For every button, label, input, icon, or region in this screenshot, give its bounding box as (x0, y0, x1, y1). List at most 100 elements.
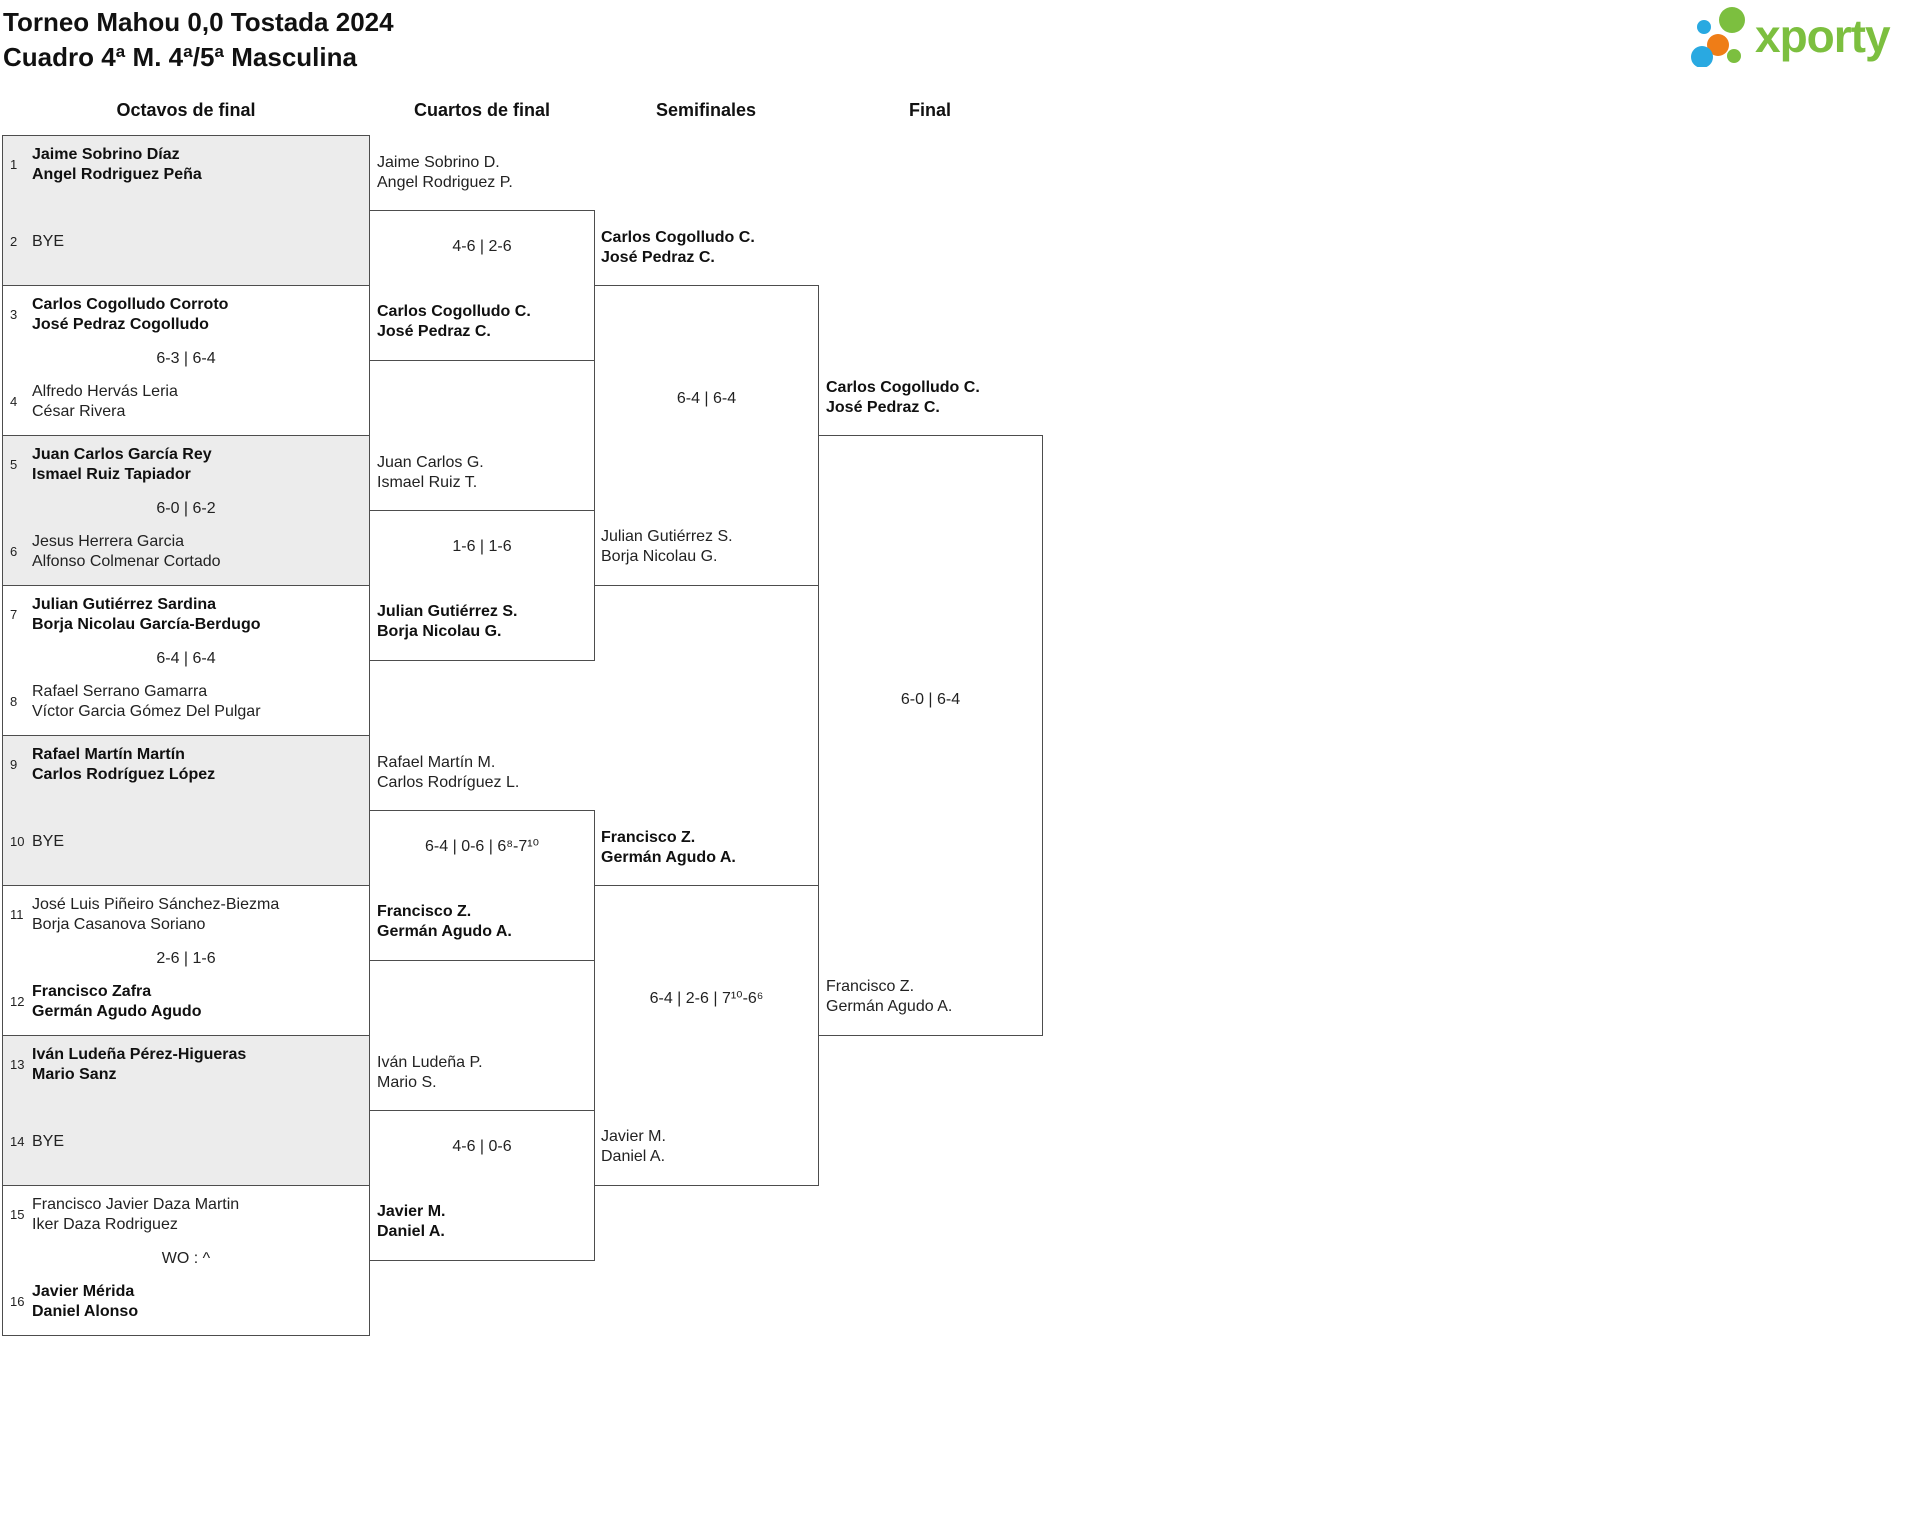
cuartos-entry-top-2: Juan Carlos G. Ismael Ruiz T. (377, 453, 589, 493)
page-subtitle: Cuadro 4ª M. 4ª/5ª Masculina (3, 42, 357, 72)
seed-number: 13 (10, 1057, 25, 1072)
bye-label: BYE (32, 233, 65, 250)
octavos-entry-12: 12 Francisco Zafra Germán Agudo Agudo (10, 982, 362, 1022)
match-score: 6-4 | 6-4 (676, 390, 737, 407)
octavos-entry-6: 6 Jesus Herrera Garcia Alfonso Colmenar … (10, 532, 362, 572)
octavos-match-4-box (2, 585, 370, 736)
player-name: Iván Ludeña P. (377, 1054, 483, 1071)
cuartos-entry-bottom-4: Javier M. Daniel A. (377, 1202, 589, 1242)
player-name: Iker Daza Rodriguez (32, 1216, 178, 1233)
player-name: Julian Gutiérrez S. (377, 603, 518, 620)
seed-number: 9 (10, 757, 18, 772)
octavos-entry-15: 15 Francisco Javier Daza Martin Iker Daz… (10, 1195, 362, 1235)
match-score: 4-6 | 0-6 (452, 1138, 512, 1155)
player-name: Daniel A. (601, 1148, 666, 1165)
player-name: Ismael Ruiz Tapiador (32, 466, 191, 483)
match-score: 6-4 | 2-6 | 7¹⁰-6⁶ (649, 990, 764, 1007)
match-score: 6-0 | 6-4 (900, 691, 961, 708)
octavos-entry-11: 11 José Luis Piñeiro Sánchez-Biezma Borj… (10, 895, 362, 935)
player-name: Borja Nicolau García-Berdugo (32, 616, 261, 633)
match-score: 1-6 | 1-6 (452, 538, 512, 555)
semifinal-entry-bottom-1: Julian Gutiérrez S. Borja Nicolau G. (601, 527, 813, 567)
player-name: Juan Carlos García Rey (32, 446, 212, 463)
player-name: Francisco Zafra (32, 983, 152, 1000)
player-name: Borja Nicolau G. (377, 623, 502, 640)
semifinal-entry-top-2: Francisco Z. Germán Agudo A. (601, 828, 813, 868)
match-score: 6-4 | 0-6 | 6⁸-7¹⁰ (425, 838, 539, 855)
octavos-entry-14: 14 BYE (10, 1132, 362, 1152)
player-name: Julian Gutiérrez S. (601, 528, 733, 545)
octavos-match-6-box (2, 885, 370, 1036)
player-name: Angel Rodriguez Peña (32, 166, 202, 183)
octavos-entry-2: 2 BYE (10, 232, 362, 252)
player-name: Juan Carlos G. (377, 454, 484, 471)
octavos-entry-3: 3 Carlos Cogolludo Corroto José Pedraz C… (10, 295, 362, 335)
round-header-final: Final (908, 100, 951, 120)
match-score: WO : ^ (161, 1250, 211, 1267)
player-name: Iván Ludeña Pérez-Higueras (32, 1046, 247, 1063)
semifinal-entry-top-1: Carlos Cogolludo C. José Pedraz C. (601, 228, 813, 268)
player-name: Rafael Serrano Gamarra (32, 683, 208, 700)
player-name: Mario S. (377, 1074, 437, 1091)
player-name: Carlos Rodríguez López (32, 766, 216, 783)
cuartos-entry-top-3: Rafael Martín M. Carlos Rodríguez L. (377, 753, 589, 793)
player-name: Javier M. (601, 1128, 666, 1145)
player-name: Javier M. (377, 1203, 446, 1220)
player-name: César Rivera (32, 403, 126, 420)
player-name: Rafael Martín M. (377, 754, 496, 771)
bye-label: BYE (32, 1133, 65, 1150)
player-name: Carlos Cogolludo C. (601, 229, 755, 246)
page-title: Torneo Mahou 0,0 Tostada 2024 (3, 7, 394, 37)
semifinal-entry-bottom-2: Javier M. Daniel A. (601, 1127, 813, 1167)
xporty-logo-text: xporty (1755, 10, 1891, 62)
player-name: Daniel Alonso (32, 1303, 139, 1320)
seed-number: 7 (10, 607, 18, 622)
match-score: 6-3 | 6-4 (156, 350, 216, 367)
cuartos-entry-top-1: Jaime Sobrino D. Angel Rodriguez P. (377, 153, 589, 193)
cuartos-entry-top-4: Iván Ludeña P. Mario S. (377, 1053, 589, 1093)
player-name: Carlos Rodríguez L. (377, 774, 520, 791)
match-score: 6-4 | 6-4 (156, 650, 216, 667)
octavos-entry-7: 7 Julian Gutiérrez Sardina Borja Nicolau… (10, 595, 362, 635)
seed-number: 15 (10, 1207, 25, 1222)
xporty-logo-icon (1691, 7, 1745, 67)
match-score: 6-0 | 6-2 (156, 500, 216, 517)
bye-label: BYE (32, 833, 65, 850)
seed-number: 5 (10, 457, 18, 472)
player-name: Rafael Martín Martín (32, 746, 185, 763)
player-name: José Luis Piñeiro Sánchez-Biezma (32, 896, 280, 913)
seed-number: 3 (10, 307, 18, 322)
player-name: Francisco Z. (826, 978, 915, 995)
player-name: Julian Gutiérrez Sardina (32, 596, 217, 613)
seed-number: 14 (10, 1134, 25, 1149)
octavos-entry-1: 1 Jaime Sobrino Díaz Angel Rodriguez Peñ… (10, 145, 362, 185)
player-name: Carlos Cogolludo C. (826, 379, 980, 396)
player-name: Angel Rodriguez P. (377, 174, 513, 191)
player-name: Daniel A. (377, 1223, 445, 1240)
player-name: Germán Agudo A. (377, 923, 512, 940)
octavos-match-7-box (2, 1035, 370, 1186)
cuartos-entry-bottom-3: Francisco Z. Germán Agudo A. (377, 902, 589, 942)
octavos-match-2-box (2, 285, 370, 436)
final-entry-top: Carlos Cogolludo C. José Pedraz C. (826, 378, 1038, 418)
player-name: Alfredo Hervás Leria (32, 383, 178, 400)
player-name: José Pedraz C. (826, 399, 940, 416)
player-name: Germán Agudo A. (826, 998, 953, 1015)
player-name: Javier Mérida (32, 1283, 135, 1300)
seed-number: 11 (10, 907, 24, 922)
cuartos-entry-bottom-1: Carlos Cogolludo C. José Pedraz C. (377, 302, 589, 342)
player-name: Mario Sanz (32, 1066, 117, 1083)
octavos-entry-5: 5 Juan Carlos García Rey Ismael Ruiz Tap… (10, 445, 362, 485)
octavos-entry-8: 8 Rafael Serrano Gamarra Víctor Garcia G… (10, 682, 362, 722)
octavos-entry-9: 9 Rafael Martín Martín Carlos Rodríguez … (10, 745, 362, 785)
player-name: Carlos Cogolludo Corroto (32, 296, 229, 313)
round-header-octavos: Octavos de final (116, 100, 256, 120)
player-name: Jaime Sobrino Díaz (32, 146, 180, 163)
final-box (818, 435, 1043, 1036)
octavos-entry-10: 10 BYE (10, 832, 362, 852)
round-header-cuartos: Cuartos de final (413, 100, 551, 120)
xporty-logo[interactable]: xporty (1688, 6, 1891, 67)
player-name: Jesus Herrera Garcia (32, 533, 185, 550)
player-name: Francisco Javier Daza Martin (32, 1196, 240, 1213)
